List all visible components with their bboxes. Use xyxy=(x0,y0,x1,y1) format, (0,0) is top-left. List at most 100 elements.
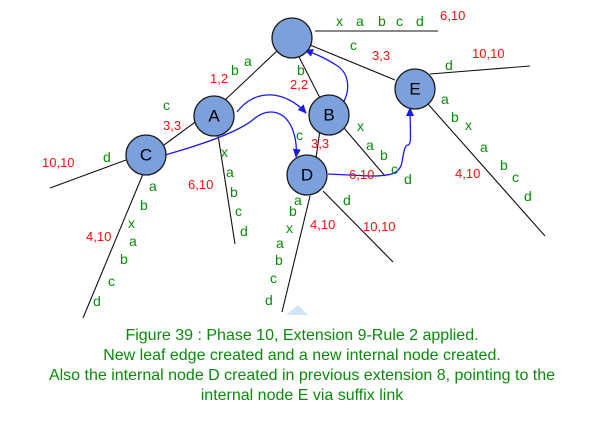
svg-text:D: D xyxy=(301,166,313,185)
char-label: a xyxy=(356,13,364,29)
edge-root-B xyxy=(297,54,321,99)
char-label: c xyxy=(108,273,115,289)
index-label: 3,3 xyxy=(372,48,390,63)
char-label: a xyxy=(226,164,234,180)
char-label: d xyxy=(524,188,532,204)
edge-D-leaf-abxabcd xyxy=(281,195,311,313)
char-label: d xyxy=(343,192,351,208)
index-label: 4,10 xyxy=(310,217,335,232)
node-C: C xyxy=(125,134,167,176)
char-label: b xyxy=(380,147,388,163)
edge-B-leaf-xabcd xyxy=(343,127,386,177)
char-label: d xyxy=(416,13,424,29)
char-label: d xyxy=(404,171,412,187)
edge-C-leaf-d xyxy=(49,159,127,189)
char-label: x xyxy=(286,220,293,236)
triangle-marker-icon xyxy=(286,305,308,315)
edge-labels-B-leaf: x a b c d 6,10 xyxy=(349,118,412,187)
caption-line-4: internal node E via suffix link xyxy=(200,387,404,404)
char-label: b xyxy=(230,184,238,200)
node-E: E xyxy=(394,68,436,110)
index-label: 10,10 xyxy=(42,155,75,170)
svg-text:B: B xyxy=(323,106,334,125)
index-label: 2,2 xyxy=(290,77,308,92)
edge-A-C xyxy=(163,119,199,146)
char-label: b xyxy=(231,62,239,78)
char-label: d xyxy=(103,149,111,165)
svg-text:E: E xyxy=(409,80,420,99)
edge-A-leaf-xabcd xyxy=(217,134,236,245)
char-label: a xyxy=(294,192,302,208)
char-label: b xyxy=(120,251,128,267)
edge-D-leaf-d xyxy=(322,190,394,263)
edge-labels-A-leaf: x a b c d 6,10 xyxy=(188,144,248,239)
index-label: 6,10 xyxy=(188,177,213,192)
index-label: 10,10 xyxy=(363,219,396,234)
edge-B-D xyxy=(315,129,321,159)
char-label: c xyxy=(396,13,403,29)
char-label: b xyxy=(297,62,305,78)
svg-text:C: C xyxy=(140,146,152,165)
char-label: d xyxy=(445,57,453,73)
figure-caption: Figure 39 : Phase 10, Extension 9-Rule 2… xyxy=(0,326,604,406)
suffix-link-A-B xyxy=(236,94,307,114)
char-label: x xyxy=(221,144,228,160)
char-label: c xyxy=(350,37,357,53)
caption-line-2: New leaf edge created and a new internal… xyxy=(103,347,501,364)
index-label: 4,10 xyxy=(86,229,111,244)
suffix-link-D-E xyxy=(327,107,415,177)
char-label: d xyxy=(93,293,101,309)
char-label: a xyxy=(441,91,449,107)
char-label: b xyxy=(140,197,148,213)
char-label: d xyxy=(240,223,248,239)
caption-line-1: Figure 39 : Phase 10, Extension 9-Rule 2… xyxy=(125,327,479,344)
edge-labels-root-leaf: x a b c d 6,10 xyxy=(336,8,465,29)
char-label: c xyxy=(163,97,170,113)
char-label: b xyxy=(275,252,283,268)
char-label: b xyxy=(289,203,297,219)
edge-labels-C-leaf: a b x a b c d 4,10 xyxy=(86,178,157,309)
index-label: 4,10 xyxy=(455,166,480,181)
char-label: b xyxy=(500,157,508,173)
edge-E-leaf-abxabcd xyxy=(427,103,546,237)
index-label: 3,3 xyxy=(163,118,181,133)
edge-root-A xyxy=(224,49,279,101)
char-label: b xyxy=(451,109,459,125)
char-label: c xyxy=(296,127,303,143)
index-label: 1,2 xyxy=(210,71,228,86)
suffix-link-B-root xyxy=(304,49,349,106)
edge-E-leaf-d xyxy=(429,65,531,75)
char-label: a xyxy=(276,235,284,251)
char-label: c xyxy=(270,270,277,286)
char-label: b xyxy=(378,13,386,29)
suffix-links xyxy=(164,49,415,177)
tree-edges xyxy=(49,30,546,319)
index-label: 10,10 xyxy=(472,46,505,61)
edge-labels-D-leaf: a b x a b c d 4,10 xyxy=(265,192,335,308)
svg-text:A: A xyxy=(208,107,220,126)
index-label: 6,10 xyxy=(349,167,374,182)
edge-root-E xyxy=(309,44,396,81)
node-B: B xyxy=(308,94,350,136)
edge-C-leaf-abxabcd xyxy=(82,173,144,319)
char-label: a xyxy=(480,139,488,155)
edge-labels-E-leaf: a b x a b c d 4,10 xyxy=(441,91,532,204)
suffix-link-C-D xyxy=(164,111,301,158)
index-label: 6,10 xyxy=(440,8,465,23)
char-label: d xyxy=(265,292,273,308)
char-label: a xyxy=(244,53,252,69)
index-label: 3,3 xyxy=(311,136,329,151)
caption-line-3: Also the internal node D created in prev… xyxy=(48,367,556,384)
char-label: x xyxy=(465,117,472,133)
node-D: D xyxy=(286,154,328,196)
node-A: A xyxy=(193,95,235,137)
node-root xyxy=(271,17,313,59)
char-label: a xyxy=(149,178,157,194)
char-label: x xyxy=(357,118,364,134)
char-label: c xyxy=(391,161,398,177)
char-label: a xyxy=(366,137,374,153)
char-label: c xyxy=(512,169,519,185)
char-label: c xyxy=(235,203,242,219)
